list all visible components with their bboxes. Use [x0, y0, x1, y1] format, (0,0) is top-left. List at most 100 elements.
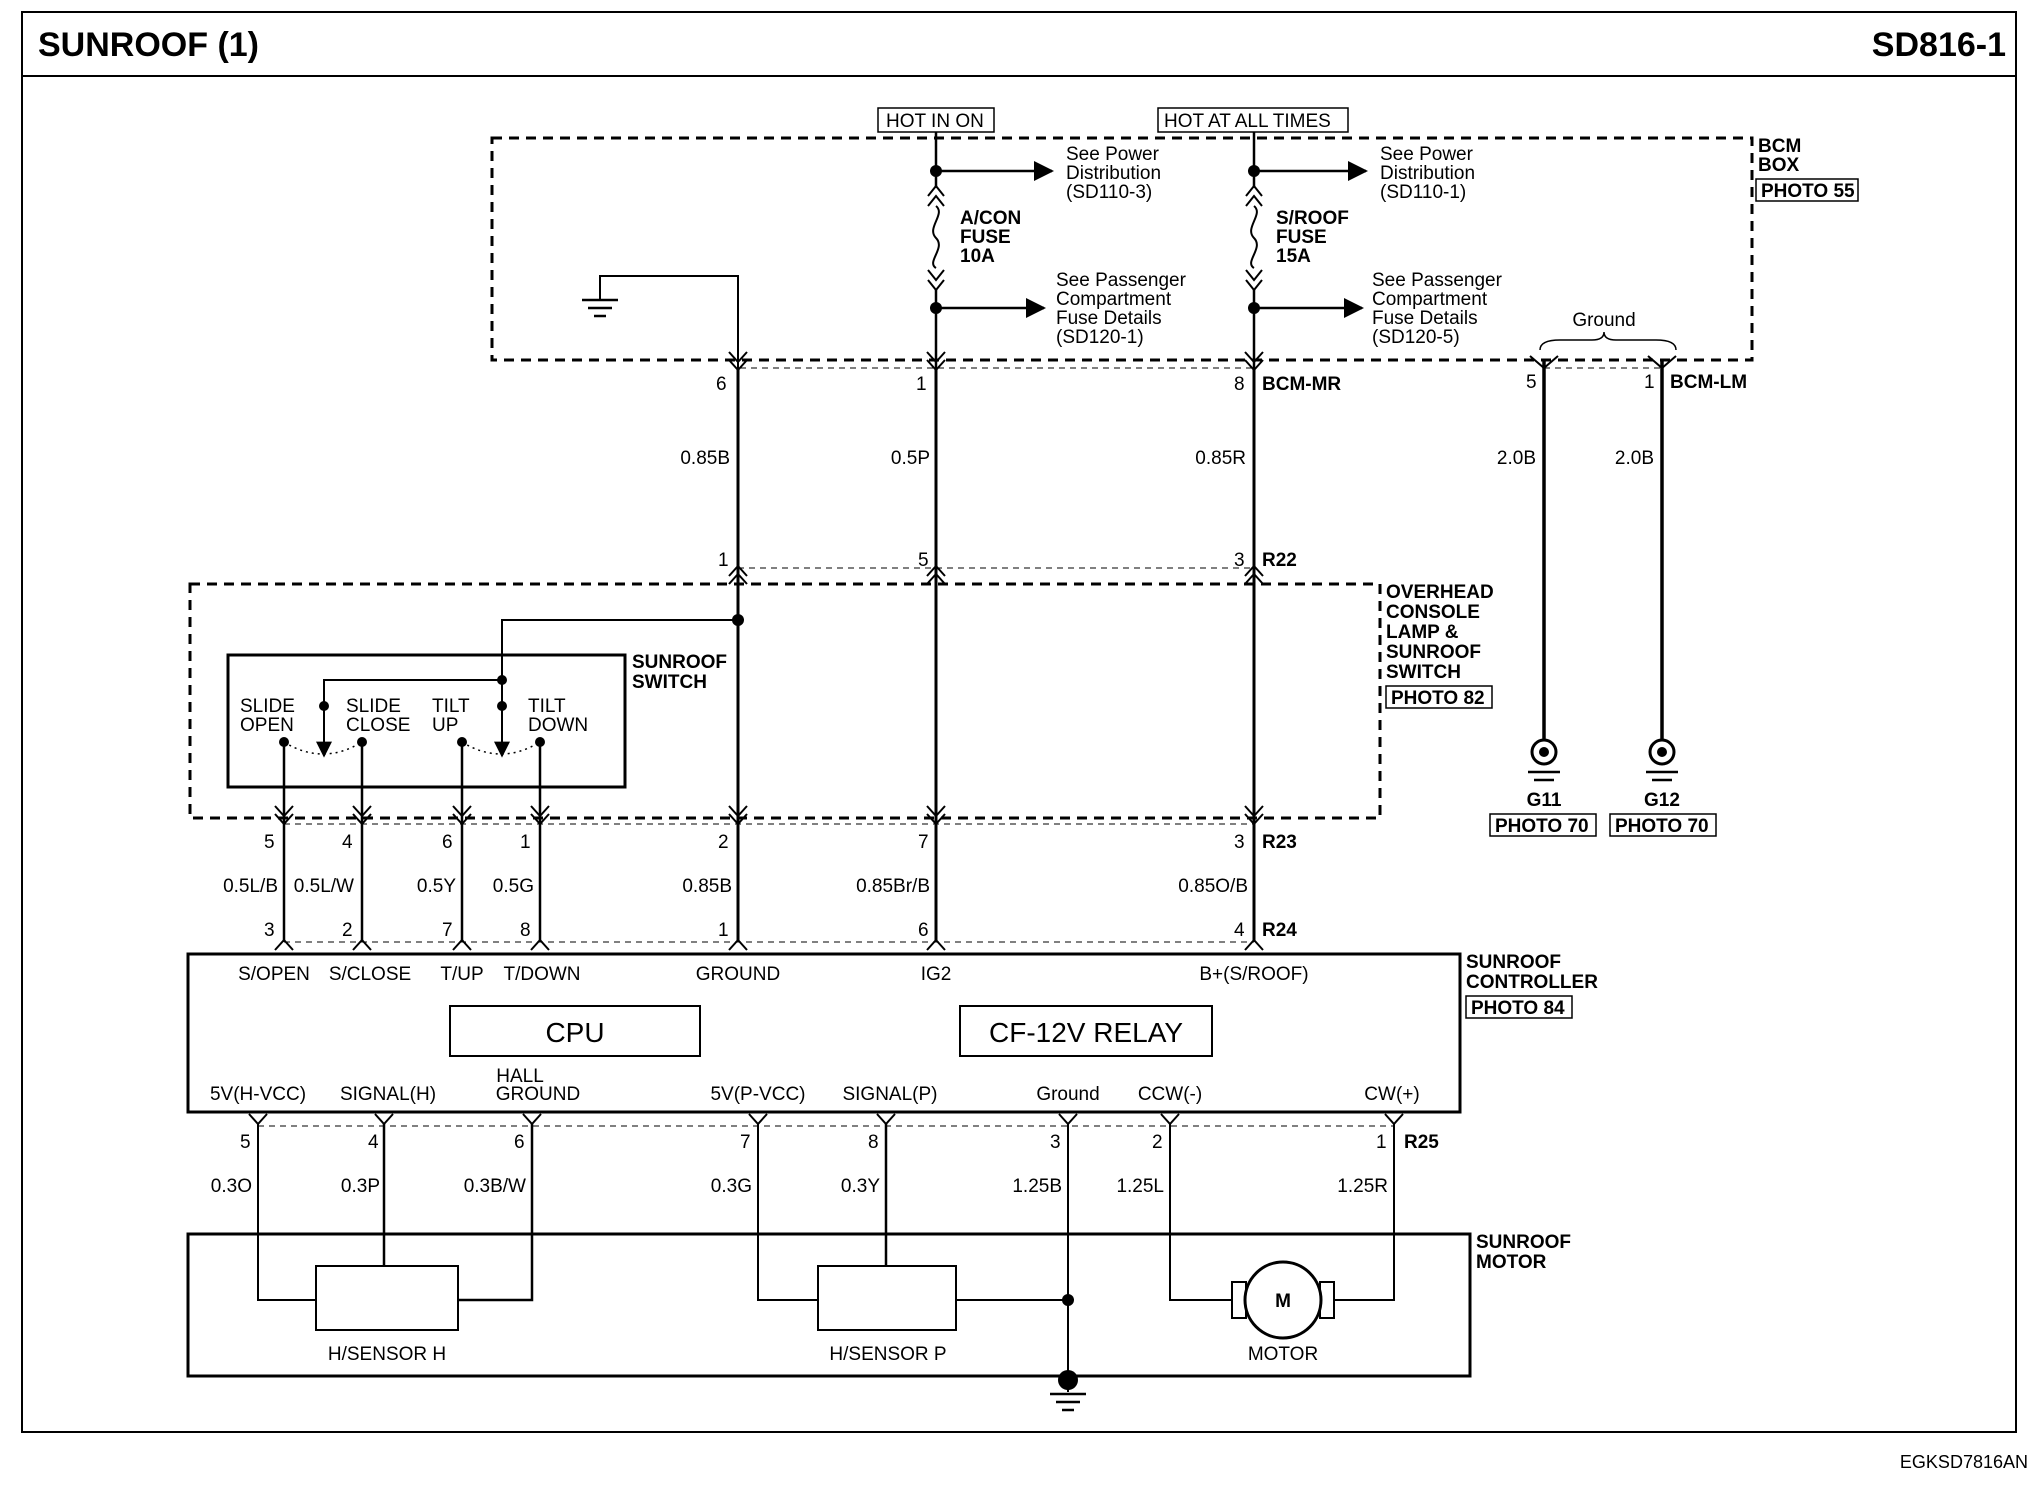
switch-contact: [535, 737, 545, 747]
pin-label: S/CLOSE: [329, 964, 411, 985]
see-passenger-2: (SD120-5): [1372, 327, 1460, 348]
ground-eyelet: [1539, 747, 1549, 757]
pin-number: 2: [1152, 1132, 1163, 1153]
junction-dot: [1062, 1294, 1074, 1306]
motor-box-label: SUNROOF: [1476, 1232, 1571, 1253]
hot-in-on: HOT IN ON: [886, 111, 984, 132]
overhead-console-box: [188, 582, 1382, 820]
pin-number: 2: [342, 920, 353, 941]
pin-label: T/DOWN: [503, 964, 580, 985]
wire-color: 0.3B/W: [464, 1176, 526, 1197]
connector-chevron: [1058, 1113, 1078, 1126]
connector-r25: R25: [1404, 1132, 1439, 1153]
pin-number: 6: [442, 832, 453, 853]
switch-contact: [357, 737, 367, 747]
fuse-label-2: FUSE: [1276, 227, 1327, 248]
connector-chevron: [1529, 355, 1559, 370]
connector-chevron: [1647, 355, 1677, 370]
see-power-1: (SD110-3): [1066, 182, 1152, 203]
connector-chevron: [728, 805, 748, 826]
wire-color: 1.25L: [1116, 1176, 1164, 1197]
wire: [257, 1124, 316, 1301]
pin-number: 6: [918, 920, 929, 941]
switch-label-tilt-up: UP: [432, 715, 458, 736]
pin-label: HALL: [496, 1066, 544, 1087]
diagram-code: SD816-1: [1872, 26, 2006, 64]
pin-label: CCW(-): [1138, 1084, 1202, 1105]
ground-icon: [1050, 1392, 1086, 1412]
page-frame: [21, 11, 2017, 1433]
see-power-2: Distribution: [1380, 163, 1475, 184]
overhead-photo: PHOTO 82: [1391, 688, 1485, 709]
pin-number: 4: [368, 1132, 379, 1153]
sunroof-controller-box: [186, 952, 1462, 1114]
bcm-photo-box: [1755, 178, 1859, 202]
wire-color: 0.3Y: [841, 1176, 880, 1197]
relay-block: [959, 1005, 1213, 1057]
pin-label: B+(S/ROOF): [1199, 964, 1308, 985]
wire-color: 0.5P: [891, 448, 930, 469]
pin-number: 8: [868, 1132, 879, 1153]
connector-chevron: [926, 938, 946, 951]
ground-g11: G11: [1527, 790, 1562, 811]
sunroof-motor-box: [186, 1232, 1472, 1378]
connector-chevron: [274, 938, 294, 951]
g12-photo: PHOTO 70: [1615, 816, 1709, 837]
pin-number: 1: [718, 550, 729, 571]
junction-dot: [732, 614, 744, 626]
hall-sensor-p: [817, 1265, 957, 1331]
motor-icon: [1243, 1260, 1323, 1340]
bcm-box-label: BCM: [1758, 136, 1801, 157]
see-passenger-1: (SD120-1): [1056, 327, 1144, 348]
wire-color: 2.0B: [1615, 448, 1654, 469]
pin-number: 6: [514, 1132, 525, 1153]
wire-color: 0.5L/B: [223, 876, 278, 897]
bcm-box-label: BOX: [1758, 155, 1800, 176]
connector-chevron: [748, 1113, 768, 1126]
junction-dot: [497, 675, 507, 685]
pin-number: 8: [520, 920, 531, 941]
sensor-p-label: H/SENSOR P: [829, 1344, 946, 1365]
bcm-box: [490, 136, 1754, 362]
connector-chevron: [530, 805, 550, 826]
controller-photo: PHOTO 84: [1471, 998, 1565, 1019]
wire: [757, 1124, 818, 1301]
wire-color: 0.85Br/B: [856, 876, 930, 897]
pin-number: 3: [1234, 832, 1245, 853]
pin-number: 5: [918, 550, 929, 571]
wire-color: 0.85R: [1195, 448, 1246, 469]
bcm-photo: PHOTO 55: [1761, 181, 1855, 202]
pin-label: CW(+): [1364, 1084, 1419, 1105]
ground-icon: [582, 298, 618, 318]
connector-chevron: [452, 938, 472, 951]
wire-color: 0.3P: [341, 1176, 380, 1197]
fuse-label-2: 15A: [1276, 246, 1311, 267]
pin-label: IG2: [921, 964, 952, 985]
see-passenger-1: Compartment: [1056, 289, 1172, 310]
g11-photo-box: [1489, 813, 1597, 837]
see-passenger-2: Compartment: [1372, 289, 1488, 310]
switch-label-tilt-down: DOWN: [528, 715, 588, 736]
wire-color: 1.25B: [1012, 1176, 1062, 1197]
controller-label: CONTROLLER: [1466, 972, 1598, 993]
ground-icon: [1646, 770, 1678, 782]
connector-chevron: [1384, 1113, 1404, 1126]
connector-chevron: [926, 564, 946, 585]
pin-label: GROUND: [496, 1084, 580, 1105]
connector-chevron: [926, 351, 946, 372]
g11-photo: PHOTO 70: [1495, 816, 1589, 837]
pin-label: Ground: [1036, 1084, 1099, 1105]
connector-chevron: [352, 805, 372, 826]
connector-chevron: [728, 564, 748, 585]
connector-chevron: [728, 351, 748, 372]
connector-chevron: [926, 805, 946, 826]
switch-label-slide-close: CLOSE: [346, 715, 410, 736]
see-passenger-1: Fuse Details: [1056, 308, 1162, 329]
sunroof-switch-label: SWITCH: [632, 672, 707, 693]
wire-color: 0.3O: [211, 1176, 252, 1197]
pin-number: 5: [240, 1132, 251, 1153]
fuse-label-2: S/ROOF: [1276, 208, 1349, 229]
sunroof-switch-label: SUNROOF: [632, 652, 727, 673]
pin-number: 1: [520, 832, 531, 853]
